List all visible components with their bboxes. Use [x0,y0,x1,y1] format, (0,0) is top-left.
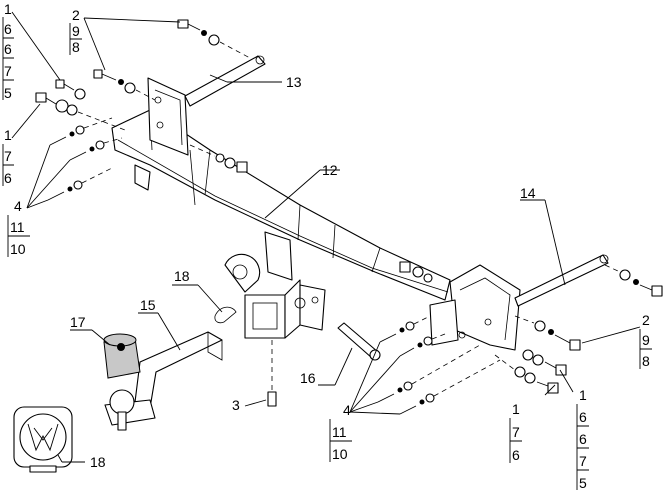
callout-grp-l1-4: 5 [4,85,12,101]
callout-grp-l2-1: 7 [4,148,12,164]
callout-grp-r1-2: 8 [642,353,650,369]
leader-lines [11,11,641,463]
callout-grp-l2-2: 6 [4,170,12,186]
callout-grp-l2-0: 1 [4,127,12,143]
callout-grp-r3-2: 6 [512,447,520,463]
callout-grp-r4-0: 4 [343,402,351,418]
callout-grp-r2-0: 1 [579,387,587,403]
callout-17: 17 [70,314,86,330]
callout-grp-r3-1: 7 [512,424,520,440]
callout-grp-l1-1: 6 [4,21,12,37]
callout-grp-r1-0: 2 [642,312,650,328]
callout-grp-tl-1: 9 [72,23,80,39]
callout-12: 12 [322,162,338,178]
callout-grp-l1-3: 7 [4,63,12,79]
callout-grp-l3-1: 11 [10,219,25,235]
callout-grp-r2-4: 5 [579,475,587,491]
callout-15: 15 [140,297,156,313]
vw-badge-18 [13,406,73,473]
callout-numbers: 1 6 6 7 5 2 9 8 1 7 6 4 11 10 13 12 14 1… [2,1,652,491]
side-bar-14 [514,254,609,307]
clip-18 [214,306,237,324]
right-mount-bracket [429,264,521,351]
callout-grp-r1-1: 9 [642,332,650,348]
ball-cap-17 [103,333,141,379]
callout-grp-r4-1: 11 [332,424,347,440]
callout-grp-tl-2: 8 [72,39,80,55]
callout-grp-r2-3: 7 [579,453,587,469]
callout-grp-r4-2: 10 [332,446,348,462]
callout-grp-tl-0: 2 [72,7,80,23]
callout-3: 3 [232,397,240,413]
callout-grp-r3-0: 1 [512,401,520,417]
callout-18b: 18 [90,454,106,470]
callout-grp-l3-0: 4 [14,198,22,214]
bolt-3 [267,340,277,407]
left-mount-bracket [134,77,189,191]
callout-18a: 18 [174,268,190,284]
fasteners-right [377,261,663,415]
callout-13: 13 [286,74,302,90]
callout-14: 14 [520,185,536,201]
callout-16: 16 [300,370,316,386]
pin-16 [337,322,381,361]
callout-grp-l1-2: 6 [4,41,12,57]
receiver-box [224,231,326,339]
callout-grp-r2-1: 6 [579,409,587,425]
callout-grp-l1-0: 1 [4,1,12,17]
fasteners-left [35,19,251,201]
callout-grp-r2-2: 6 [579,431,587,447]
ball-mount-15 [104,331,223,431]
callout-grp-l3-2: 10 [10,241,26,257]
